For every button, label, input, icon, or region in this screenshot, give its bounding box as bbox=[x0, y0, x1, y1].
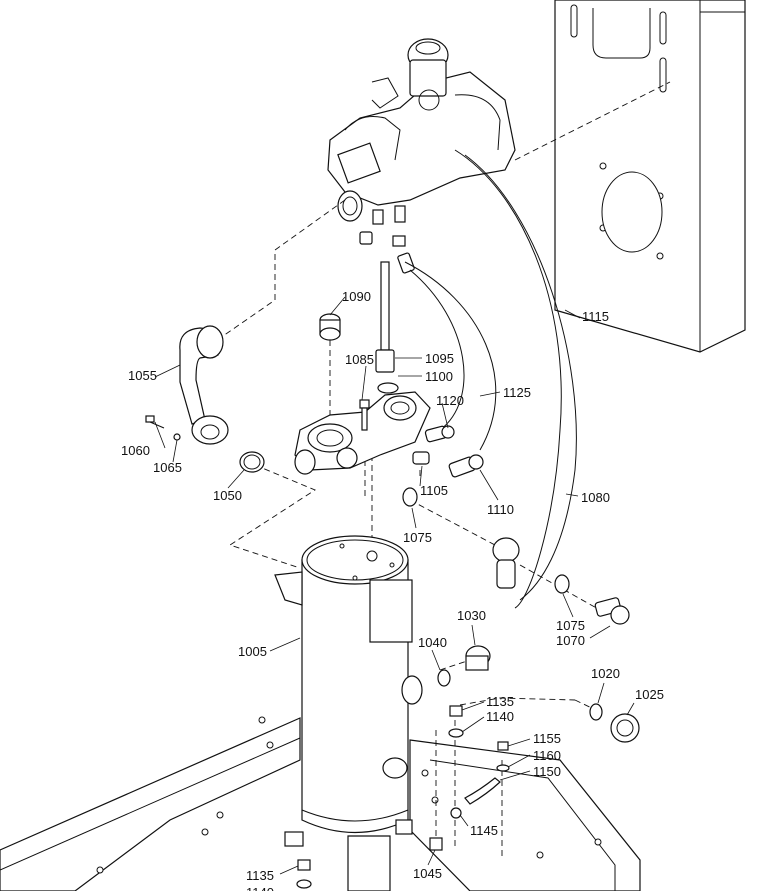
label-1100: 1100 bbox=[425, 369, 453, 384]
plug-1025 bbox=[610, 713, 640, 743]
mounting-bracket-plate bbox=[554, 0, 746, 353]
label-1110: 1110 bbox=[487, 502, 514, 517]
label-1040: 1040 bbox=[418, 635, 447, 650]
bolt-1045 bbox=[429, 837, 443, 851]
label-1090: 1090 bbox=[342, 289, 371, 304]
label-1135-upper: 1135 bbox=[486, 694, 514, 709]
hoses bbox=[404, 149, 577, 609]
nut-washer-1135-1140 bbox=[448, 705, 464, 738]
label-1030: 1030 bbox=[457, 608, 486, 623]
label-1135-lower: 1135 bbox=[246, 868, 274, 883]
label-1025: 1025 bbox=[635, 687, 664, 702]
label-1055: 1055 bbox=[128, 368, 157, 383]
label-1105: 1105 bbox=[420, 483, 448, 498]
label-1095: 1095 bbox=[425, 351, 454, 366]
o-ring-1100 bbox=[377, 382, 399, 394]
screw-1085 bbox=[359, 399, 370, 431]
plug-1030 bbox=[465, 645, 491, 671]
label-1115: 1115 bbox=[582, 309, 609, 324]
label-1060: 1060 bbox=[121, 443, 150, 458]
leader-lines bbox=[154, 296, 635, 875]
tank-1005 bbox=[274, 535, 423, 891]
label-1050: 1050 bbox=[213, 488, 242, 503]
compressor-head-assembly bbox=[327, 38, 516, 274]
label-1075-lower: 1075 bbox=[556, 618, 585, 633]
plug-1105 bbox=[412, 451, 430, 465]
label-1145: 1145 bbox=[470, 823, 498, 838]
label-1045: 1045 bbox=[413, 866, 442, 881]
label-1160: 1160 bbox=[533, 748, 561, 763]
washer-1140-lower bbox=[296, 879, 312, 889]
label-1140-lower: 1140 bbox=[246, 885, 274, 891]
nut-1135-lower bbox=[297, 859, 311, 871]
label-1150: 1150 bbox=[533, 764, 561, 779]
label-1075-upper: 1075 bbox=[403, 530, 432, 545]
banjo-fitting-1070 bbox=[492, 537, 630, 625]
label-1085: 1085 bbox=[345, 352, 374, 367]
ground-screw-1155 bbox=[450, 741, 510, 819]
label-1125: 1125 bbox=[503, 385, 531, 400]
ring-1020 bbox=[589, 703, 603, 721]
part-labels: 1090 1055 1085 1095 1100 1120 1125 1115 … bbox=[121, 289, 664, 891]
label-1065: 1065 bbox=[153, 460, 182, 475]
bolt-1060 bbox=[145, 415, 181, 441]
label-1140-upper: 1140 bbox=[486, 709, 514, 724]
manifold-block bbox=[294, 391, 431, 475]
plug-1090 bbox=[319, 313, 341, 341]
elbow-pipe-1055 bbox=[179, 325, 229, 445]
ring-1075-lower bbox=[554, 574, 570, 594]
fitting-1120 bbox=[424, 425, 455, 443]
ring-1040 bbox=[437, 669, 451, 687]
label-1120: 1120 bbox=[436, 393, 464, 408]
base-frame bbox=[0, 716, 641, 891]
label-1155: 1155 bbox=[533, 731, 561, 746]
label-1005: 1005 bbox=[238, 644, 267, 659]
label-1020: 1020 bbox=[591, 666, 620, 681]
probe-1095 bbox=[375, 261, 395, 373]
ring-1075-upper bbox=[402, 487, 418, 507]
label-1080: 1080 bbox=[581, 490, 610, 505]
label-1070: 1070 bbox=[556, 633, 585, 648]
fitting-1110 bbox=[448, 454, 484, 478]
